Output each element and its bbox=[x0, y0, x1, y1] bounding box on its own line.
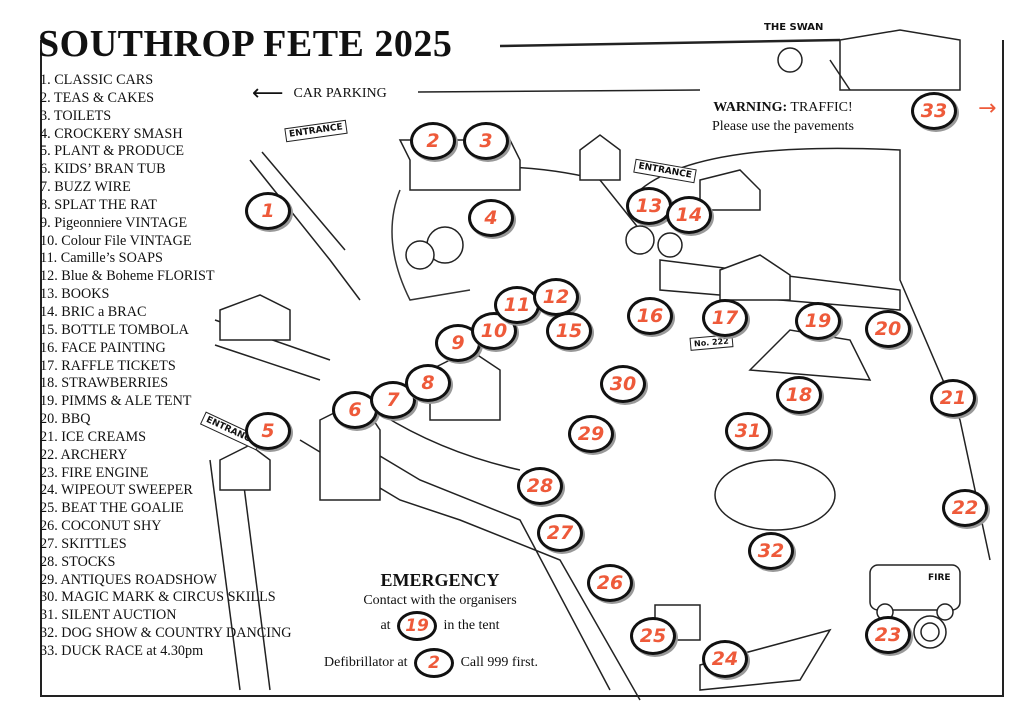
arrow-left-icon: ⟵ bbox=[252, 81, 284, 106]
legend-item: 9. Pigeonniere VINTAGE bbox=[40, 214, 188, 231]
legend-item: 12. Blue & Boheme FLORIST bbox=[40, 268, 215, 285]
legend-item: 27. SKITTLES bbox=[40, 535, 127, 552]
map-marker-31[interactable]: 31 bbox=[725, 412, 771, 450]
legend-item: 3. TOILETS bbox=[40, 107, 112, 124]
legend-item: 26. COCONUT SHY bbox=[40, 518, 162, 535]
defib-text: Defibrillator at bbox=[324, 655, 408, 671]
legend-item: 2. TEAS & CAKES bbox=[40, 89, 155, 106]
emergency-contact: Contact with the organisers bbox=[363, 593, 517, 608]
call-999-text: Call 999 first. bbox=[460, 655, 538, 671]
defibrillator-info: Defibrillator at 2 Call 999 first. bbox=[324, 648, 538, 678]
arrow-right-icon: → bbox=[978, 96, 997, 121]
map-marker-25[interactable]: 25 bbox=[630, 617, 676, 655]
legend-item: 11. Camille’s SOAPS bbox=[40, 250, 163, 267]
map-frame bbox=[40, 40, 1004, 697]
legend-item: 20. BBQ bbox=[40, 411, 91, 428]
legend-item: 23. FIRE ENGINE bbox=[40, 464, 149, 481]
legend-item: 15. BOTTLE TOMBOLA bbox=[40, 321, 189, 338]
at-text: at bbox=[380, 618, 391, 634]
map-marker-29[interactable]: 29 bbox=[568, 415, 614, 453]
map-marker-8[interactable]: 8 bbox=[405, 364, 451, 402]
legend-item: 28. STOCKS bbox=[40, 553, 116, 570]
legend-item: 14. BRIC a BRAC bbox=[40, 303, 147, 320]
car-parking-direction: ⟵ CAR PARKING bbox=[252, 81, 387, 106]
legend-item: 5. PLANT & PRODUCE bbox=[40, 143, 184, 160]
map-marker-22[interactable]: 22 bbox=[942, 489, 988, 527]
legend-item: 33. DUCK RACE at 4.30pm bbox=[40, 643, 204, 659]
fire-label: FIRE bbox=[928, 573, 951, 583]
legend-item: 31. SILENT AUCTION bbox=[40, 607, 177, 624]
legend-item: 17. RAFFLE TICKETS bbox=[40, 357, 176, 374]
map-marker-33[interactable]: 33 bbox=[911, 92, 957, 130]
map-marker-20[interactable]: 20 bbox=[865, 310, 911, 348]
legend-item: 25. BEAT THE GOALIE bbox=[40, 500, 184, 517]
defib-marker: 2 bbox=[414, 648, 455, 678]
map-marker-21[interactable]: 21 bbox=[930, 379, 976, 417]
the-swan-label: THE SWAN bbox=[764, 22, 824, 33]
emergency-info: EMERGENCY Contact with the organisers at… bbox=[330, 570, 550, 641]
map-marker-28[interactable]: 28 bbox=[517, 467, 563, 505]
map-marker-27[interactable]: 27 bbox=[537, 514, 583, 552]
legend-item: 6. KIDS’ BRAN TUB bbox=[40, 161, 166, 178]
warning-text: TRAFFIC! bbox=[787, 100, 853, 115]
legend-item: 24. WIPEOUT SWEEPER bbox=[40, 482, 193, 499]
map-marker-16[interactable]: 16 bbox=[627, 297, 673, 335]
map-marker-17[interactable]: 17 bbox=[702, 299, 748, 337]
traffic-warning: WARNING: TRAFFIC! Please use the pavemen… bbox=[712, 98, 854, 136]
legend-item: 16. FACE PAINTING bbox=[40, 339, 166, 356]
legend-item: 7. BUZZ WIRE bbox=[40, 179, 131, 196]
map-marker-24[interactable]: 24 bbox=[702, 640, 748, 678]
tent-marker: 19 bbox=[397, 611, 438, 641]
legend-item: 13. BOOKS bbox=[40, 286, 110, 303]
map-marker-19[interactable]: 19 bbox=[795, 302, 841, 340]
map-marker-12[interactable]: 12 bbox=[533, 278, 579, 316]
car-parking-label: CAR PARKING bbox=[293, 86, 387, 101]
warning-bold: WARNING: bbox=[713, 100, 788, 115]
map-marker-1[interactable]: 1 bbox=[245, 192, 291, 230]
legend-item: 30. MAGIC MARK & CIRCUS SKILLS bbox=[40, 589, 276, 606]
legend-item: 19. PIMMS & ALE TENT bbox=[40, 393, 192, 410]
map-marker-11[interactable]: 11 bbox=[494, 286, 540, 324]
map-marker-15[interactable]: 15 bbox=[546, 312, 592, 350]
legend-item: 21. ICE CREAMS bbox=[40, 428, 147, 445]
emergency-heading: EMERGENCY bbox=[380, 570, 500, 590]
map-marker-13[interactable]: 13 bbox=[626, 187, 672, 225]
map-marker-26[interactable]: 26 bbox=[587, 564, 633, 602]
map-marker-30[interactable]: 30 bbox=[600, 365, 646, 403]
in-tent-text: in the tent bbox=[443, 618, 500, 634]
map-marker-14[interactable]: 14 bbox=[666, 196, 712, 234]
map-marker-23[interactable]: 23 bbox=[865, 616, 911, 654]
legend-item: 1. CLASSIC CARS bbox=[40, 72, 154, 88]
map-marker-4[interactable]: 4 bbox=[468, 199, 514, 237]
map-marker-2[interactable]: 2 bbox=[410, 122, 456, 160]
legend-item: 29. ANTIQUES ROADSHOW bbox=[40, 571, 217, 588]
emergency-location: at 19 in the tent bbox=[330, 611, 550, 641]
map-marker-10[interactable]: 10 bbox=[471, 312, 517, 350]
page-title: SOUTHROP FETE 2025 bbox=[38, 23, 453, 65]
map-marker-3[interactable]: 3 bbox=[463, 122, 509, 160]
map-marker-18[interactable]: 18 bbox=[776, 376, 822, 414]
legend-item: 22. ARCHERY bbox=[40, 446, 128, 463]
legend-item: 18. STRAWBERRIES bbox=[40, 375, 169, 392]
legend-item: 8. SPLAT THE RAT bbox=[40, 196, 157, 213]
legend-item: 32. DOG SHOW & COUNTRY DANCING bbox=[40, 625, 292, 642]
legend-item: 10. Colour File VINTAGE bbox=[40, 232, 192, 249]
attractions-legend: 1. CLASSIC CARS 2. TEAS & CAKES 3. TOILE… bbox=[40, 72, 291, 661]
map-marker-5[interactable]: 5 bbox=[245, 412, 291, 450]
map-marker-32[interactable]: 32 bbox=[748, 532, 794, 570]
warning-line2: Please use the pavements bbox=[712, 119, 854, 134]
legend-item: 4. CROCKERY SMASH bbox=[40, 125, 183, 142]
